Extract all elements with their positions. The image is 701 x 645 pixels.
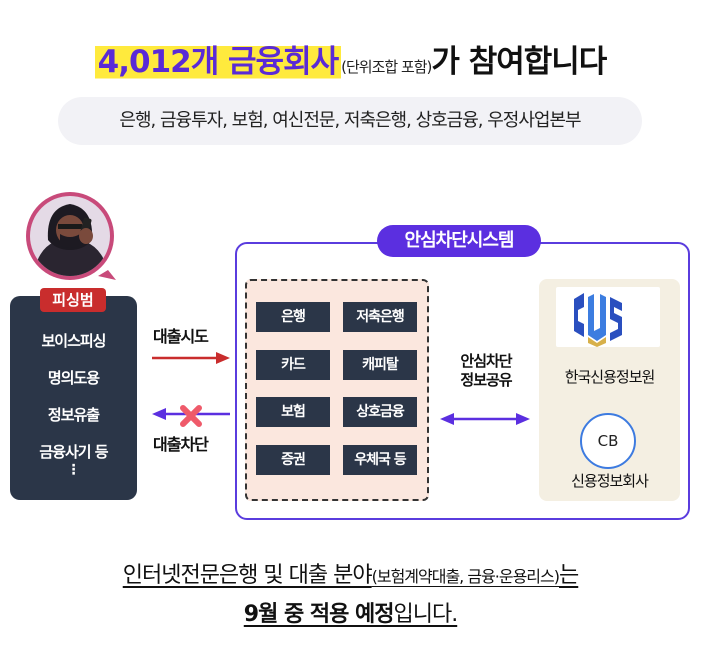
criminal-tag: 피싱범 (40, 288, 106, 312)
kcis-logo (556, 287, 660, 347)
institution-card: 카드 (256, 350, 330, 380)
headline: 4,012개 금융회사(단위조합 포함)가 참여합니다 (0, 36, 701, 81)
headline-note: (단위조합 포함) (341, 58, 432, 76)
institution-savings-bank: 저축은행 (343, 302, 417, 332)
hooded-criminal-icon (24, 190, 116, 282)
block-label: 대출차단 (153, 435, 209, 454)
headline-highlight: 4,012개 금융회사 (94, 44, 342, 80)
criminal-item: 정보유출 (47, 406, 100, 424)
x-mark-icon (180, 405, 202, 427)
criminal-panel (10, 296, 137, 500)
notice-line-2: 9월 중 적용 예정입니다. (243, 602, 458, 627)
cb-badge: CB (580, 413, 636, 469)
institution-bank: 은행 (256, 302, 330, 332)
kcis-label: 한국신용정보원 (564, 368, 656, 386)
institution-mutual-finance: 상호금융 (343, 397, 417, 427)
institution-post-office: 우체국 등 (343, 445, 417, 475)
institution-capital: 캐피탈 (343, 350, 417, 380)
category-pill: 은행, 금융투자, 보험, 여신전문, 저축은행, 상호금융, 우정사업본부 (58, 97, 642, 145)
institution-securities: 증권 (256, 445, 330, 475)
institution-insurance: 보험 (256, 397, 330, 427)
criminal-list: 보이스피싱 명의도용 정보유출 금융사기 등 (10, 326, 137, 474)
attempt-arrow (152, 352, 230, 364)
criminal-item: 금융사기 등 (39, 443, 108, 461)
more-dots: ⋮ (66, 462, 81, 478)
criminal-item: 명의도용 (47, 369, 100, 387)
system-title: 안심차단시스템 (377, 225, 541, 257)
notice-line-1: 인터넷전문은행 및 대출 분야(보험계약대출, 금융·운용리스)는 (122, 563, 580, 588)
headline-rest: 가 참여합니다 (431, 44, 607, 80)
share-double-arrow (440, 413, 530, 425)
cb-label: 신용정보회사 (571, 472, 649, 490)
attempt-label: 대출시도 (153, 327, 209, 346)
info-share-label: 안심차단 정보공유 (460, 352, 512, 389)
criminal-item: 보이스피싱 (41, 332, 106, 350)
